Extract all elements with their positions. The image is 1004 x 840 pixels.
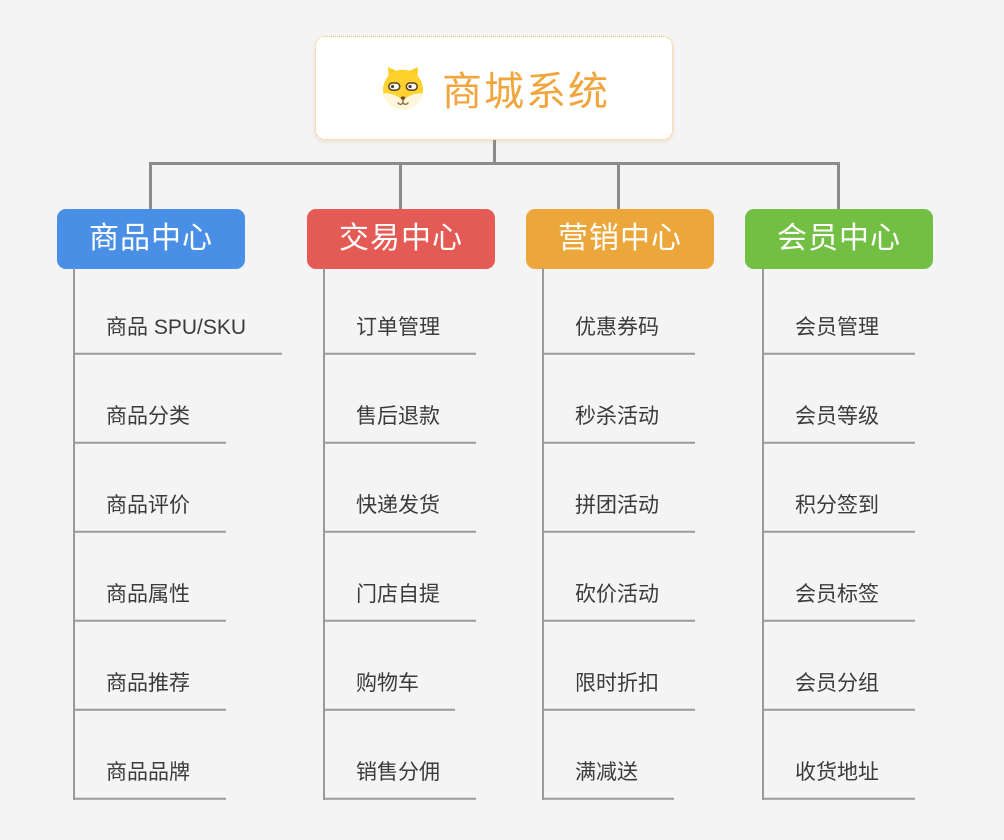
child-node[interactable]: 满减送 [542,760,674,800]
child-node[interactable]: 会员标签 [762,582,915,622]
connector-drop-marketing [617,163,620,210]
root-title: 商城系统 [442,70,610,114]
connector-root-stem [493,140,496,163]
child-node[interactable]: 商品评价 [73,493,226,533]
child-node[interactable]: 优惠券码 [542,315,695,355]
child-node[interactable]: 收货地址 [762,760,915,800]
child-node[interactable]: 商品属性 [73,582,226,622]
branch-header-member-center[interactable]: 会员中心 [745,209,933,269]
shiba-dog-icon [378,63,428,113]
child-node[interactable]: 商品推荐 [73,671,226,711]
child-node[interactable]: 门店自提 [323,582,476,622]
connector-horizontal [149,162,840,165]
child-node[interactable]: 销售分佣 [323,760,476,800]
child-node[interactable]: 拼团活动 [542,493,695,533]
child-node[interactable]: 售后退款 [323,404,476,444]
child-node[interactable]: 限时折扣 [542,671,695,711]
child-node[interactable]: 秒杀活动 [542,404,695,444]
child-node[interactable]: 积分签到 [762,493,915,533]
child-node[interactable]: 购物车 [323,671,455,711]
root-node[interactable]: 商城系统 [315,36,673,140]
child-node[interactable]: 订单管理 [323,315,476,355]
child-node[interactable]: 商品品牌 [73,760,226,800]
child-node[interactable]: 商品 SPU/SKU [73,315,283,355]
child-node[interactable]: 快递发货 [323,493,476,533]
branch-children-member-center: 会员管理 会员等级 积分签到 会员标签 会员分组 收货地址 [762,268,992,800]
connector-drop-trade [399,163,402,210]
child-node[interactable]: 商品分类 [73,404,226,444]
branch-children-marketing-center: 优惠券码 秒杀活动 拼团活动 砍价活动 限时折扣 满减送 [542,268,772,800]
child-node[interactable]: 会员分组 [762,671,915,711]
child-node[interactable]: 会员等级 [762,404,915,444]
branch-header-product-center[interactable]: 商品中心 [57,209,245,269]
branch-header-marketing-center[interactable]: 营销中心 [526,209,714,269]
branch-children-product-center: 商品 SPU/SKU 商品分类 商品评价 商品属性 商品推荐 商品品牌 [73,268,303,800]
connector-drop-product [149,163,152,210]
branch-header-trade-center[interactable]: 交易中心 [307,209,495,269]
connector-drop-member [837,163,840,210]
child-node[interactable]: 砍价活动 [542,582,695,622]
branch-children-trade-center: 订单管理 售后退款 快递发货 门店自提 购物车 销售分佣 [323,268,553,800]
child-node[interactable]: 会员管理 [762,315,915,355]
